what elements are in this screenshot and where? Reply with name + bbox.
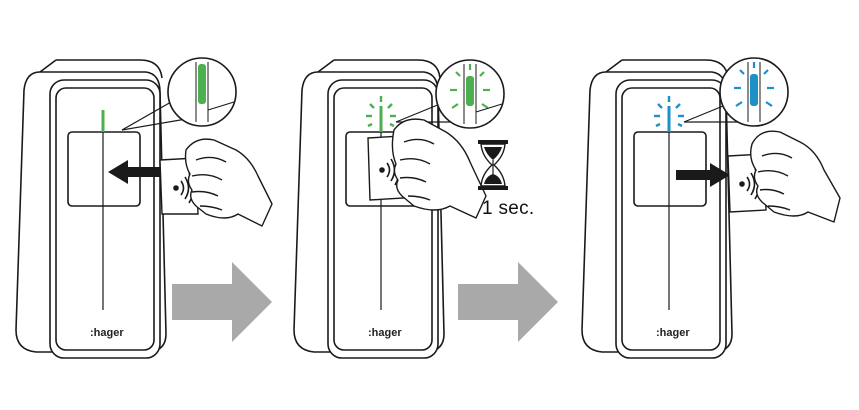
brand-logo: :hager <box>656 327 690 339</box>
led-zoom-callout <box>395 59 505 129</box>
arrow-right-icon <box>172 262 272 342</box>
led-zoom-callout <box>683 57 789 127</box>
charger-unit <box>581 59 733 359</box>
hourglass-icon <box>478 140 508 190</box>
arrow-right-icon <box>458 262 558 342</box>
led-flash <box>366 96 396 132</box>
arrow-right-icon <box>676 163 730 187</box>
brand-logo: :hager <box>90 327 124 339</box>
hand-icon <box>391 118 487 219</box>
step-3-remove-card: :hager <box>581 57 841 359</box>
led-flash <box>654 96 684 132</box>
step-1-present-card: :hager <box>15 57 273 359</box>
hand-icon <box>749 130 841 223</box>
led-zoom-callout <box>121 57 237 131</box>
step-2-hold-card: :hager <box>293 59 508 359</box>
wait-duration-label: 1 sec. <box>482 198 535 219</box>
hand-icon <box>184 138 273 227</box>
arrow-left-icon <box>108 160 162 184</box>
brand-logo: :hager <box>368 327 402 339</box>
charger-unit <box>15 59 167 359</box>
